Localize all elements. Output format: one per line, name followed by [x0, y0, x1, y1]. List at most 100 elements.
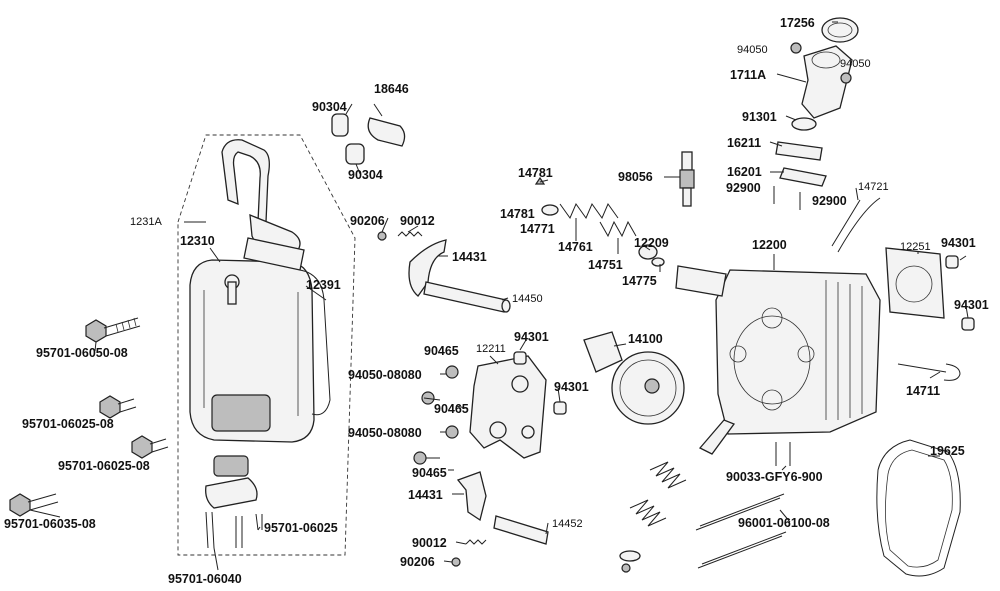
label-90206-a: 90206: [350, 214, 385, 228]
camshaft-14100-part: [583, 331, 685, 425]
label-95701-06040: 95701-06040: [168, 572, 242, 586]
intake-17256-part: [821, 17, 859, 43]
manifold-1711A-part: [801, 45, 853, 119]
label-14431-b: 14431: [408, 488, 443, 502]
gasket-16201-part: [779, 167, 827, 187]
retainer-14771-part: [541, 204, 559, 216]
studs-90033-part: [775, 442, 791, 466]
label-1711A: 1711A: [730, 68, 767, 82]
label-14452: 14452: [552, 518, 583, 530]
label-95701-06025-08-a: 95701-06025-08: [22, 417, 114, 431]
cover-assembly-outline: [177, 134, 356, 556]
nut-90465a-part: [445, 365, 459, 379]
label-18646: 18646: [374, 82, 409, 96]
label-90304-b: 90304: [348, 168, 383, 182]
label-14751: 14751: [588, 258, 623, 272]
label-1231A: 1231A: [130, 216, 162, 228]
studs-part: [205, 511, 263, 549]
nut-90465b-part: [445, 425, 459, 439]
label-12391: 12391: [306, 278, 341, 292]
label-90465-b: 90465: [434, 402, 469, 416]
label-14761: 14761: [558, 240, 593, 254]
label-90012-a: 90012: [400, 214, 435, 228]
seal-12209-part: [638, 244, 658, 260]
label-94050-08080-a: 94050-08080: [348, 368, 422, 382]
side-gasket-inner: [885, 449, 953, 568]
bolt-95701-06025b-part: [131, 435, 169, 459]
label-90465-a: 90465: [424, 344, 459, 358]
valve-14711-part: [897, 363, 961, 381]
seat-14775-part: [651, 257, 665, 267]
spring-90012a-part: [397, 231, 423, 237]
label-14711: 14711: [906, 384, 941, 398]
label-12200: 12200: [752, 238, 787, 252]
label-14781-b: 14781: [500, 207, 535, 221]
label-12310: 12310: [180, 234, 215, 248]
leader-lines: [29, 21, 969, 571]
long-studs-96001-part: [695, 497, 783, 569]
dowel-94301a-part: [945, 255, 959, 269]
label-14450: 14450: [512, 293, 543, 305]
seat-lower-part: [619, 550, 641, 562]
label-12211: 12211: [476, 343, 506, 355]
head-gasket-12251-part: [885, 247, 945, 319]
plug-90304b-part: [345, 143, 365, 165]
label-95701-06050-08: 95701-06050-08: [36, 346, 128, 360]
pin-90206a-part: [377, 231, 387, 241]
label-12209: 12209: [634, 236, 669, 250]
label-14431-a: 14431: [452, 250, 487, 264]
label-95701-06025-08-b: 95701-06025-08: [58, 459, 150, 473]
label-16201: 16201: [727, 165, 762, 179]
label-92900-b: 92900: [812, 194, 847, 208]
bolt-95701-06035-part: [9, 493, 59, 517]
label-90206-b: 90206: [400, 555, 435, 569]
nut-94050-top-a-part: [790, 42, 802, 54]
label-19625: 19625: [930, 444, 965, 458]
gasket-18646-part: [367, 117, 406, 147]
lower-valve-spring-part: [629, 461, 687, 527]
label-14771: 14771: [520, 222, 555, 236]
studs-92900-part: [773, 186, 801, 210]
label-91301: 91301: [742, 110, 777, 124]
plug-90304a-part: [331, 113, 349, 137]
seal-part: [213, 455, 249, 477]
valve-guide-part: [675, 265, 727, 297]
label-14100: 14100: [628, 332, 663, 346]
label-92900-a: 92900: [726, 181, 761, 195]
label-96001-06100-08: 96001-06100-08: [738, 516, 830, 530]
rocker-arm-14431-part: [408, 239, 447, 297]
label-98056: 98056: [618, 170, 653, 184]
label-14781-a: 14781: [518, 166, 553, 180]
oring-91301-part: [791, 117, 817, 131]
label-17256: 17256: [780, 16, 815, 30]
rocker-shaft-14452-part: [493, 515, 549, 545]
label-14775: 14775: [622, 274, 657, 288]
label-90465-c: 90465: [412, 466, 447, 480]
dowel-94301b-part: [961, 317, 975, 331]
head-cover-part: [189, 259, 315, 443]
retainer-lower-part: [698, 419, 736, 455]
label-94301-d: 94301: [554, 380, 589, 394]
label-12251: 12251: [900, 241, 931, 253]
breather-pipe-part: [221, 139, 305, 271]
label-94301-b: 94301: [954, 298, 989, 312]
label-94050-b: 94050: [840, 58, 871, 70]
label-90304-a: 90304: [312, 100, 347, 114]
cotter-lower-part: [621, 563, 631, 573]
spark-plug-part: [679, 151, 695, 207]
label-94050-08080-b: 94050-08080: [348, 426, 422, 440]
pin-90206b-part: [451, 557, 461, 567]
cover-gasket-part: [299, 269, 331, 416]
bolt-95701-06025a-part: [99, 395, 137, 419]
valve-14721-part: [831, 197, 881, 253]
spring-90012b-part: [465, 539, 487, 545]
label-94301-a: 94301: [941, 236, 976, 250]
label-16211: 16211: [727, 136, 762, 150]
nut-94050-top-b-part: [840, 72, 852, 84]
cylinder-head-12200-part: [715, 269, 881, 435]
spring-14761-part: [559, 202, 619, 220]
rocker-arm-14431b-part: [456, 471, 487, 522]
label-90012-b: 90012: [412, 536, 447, 550]
